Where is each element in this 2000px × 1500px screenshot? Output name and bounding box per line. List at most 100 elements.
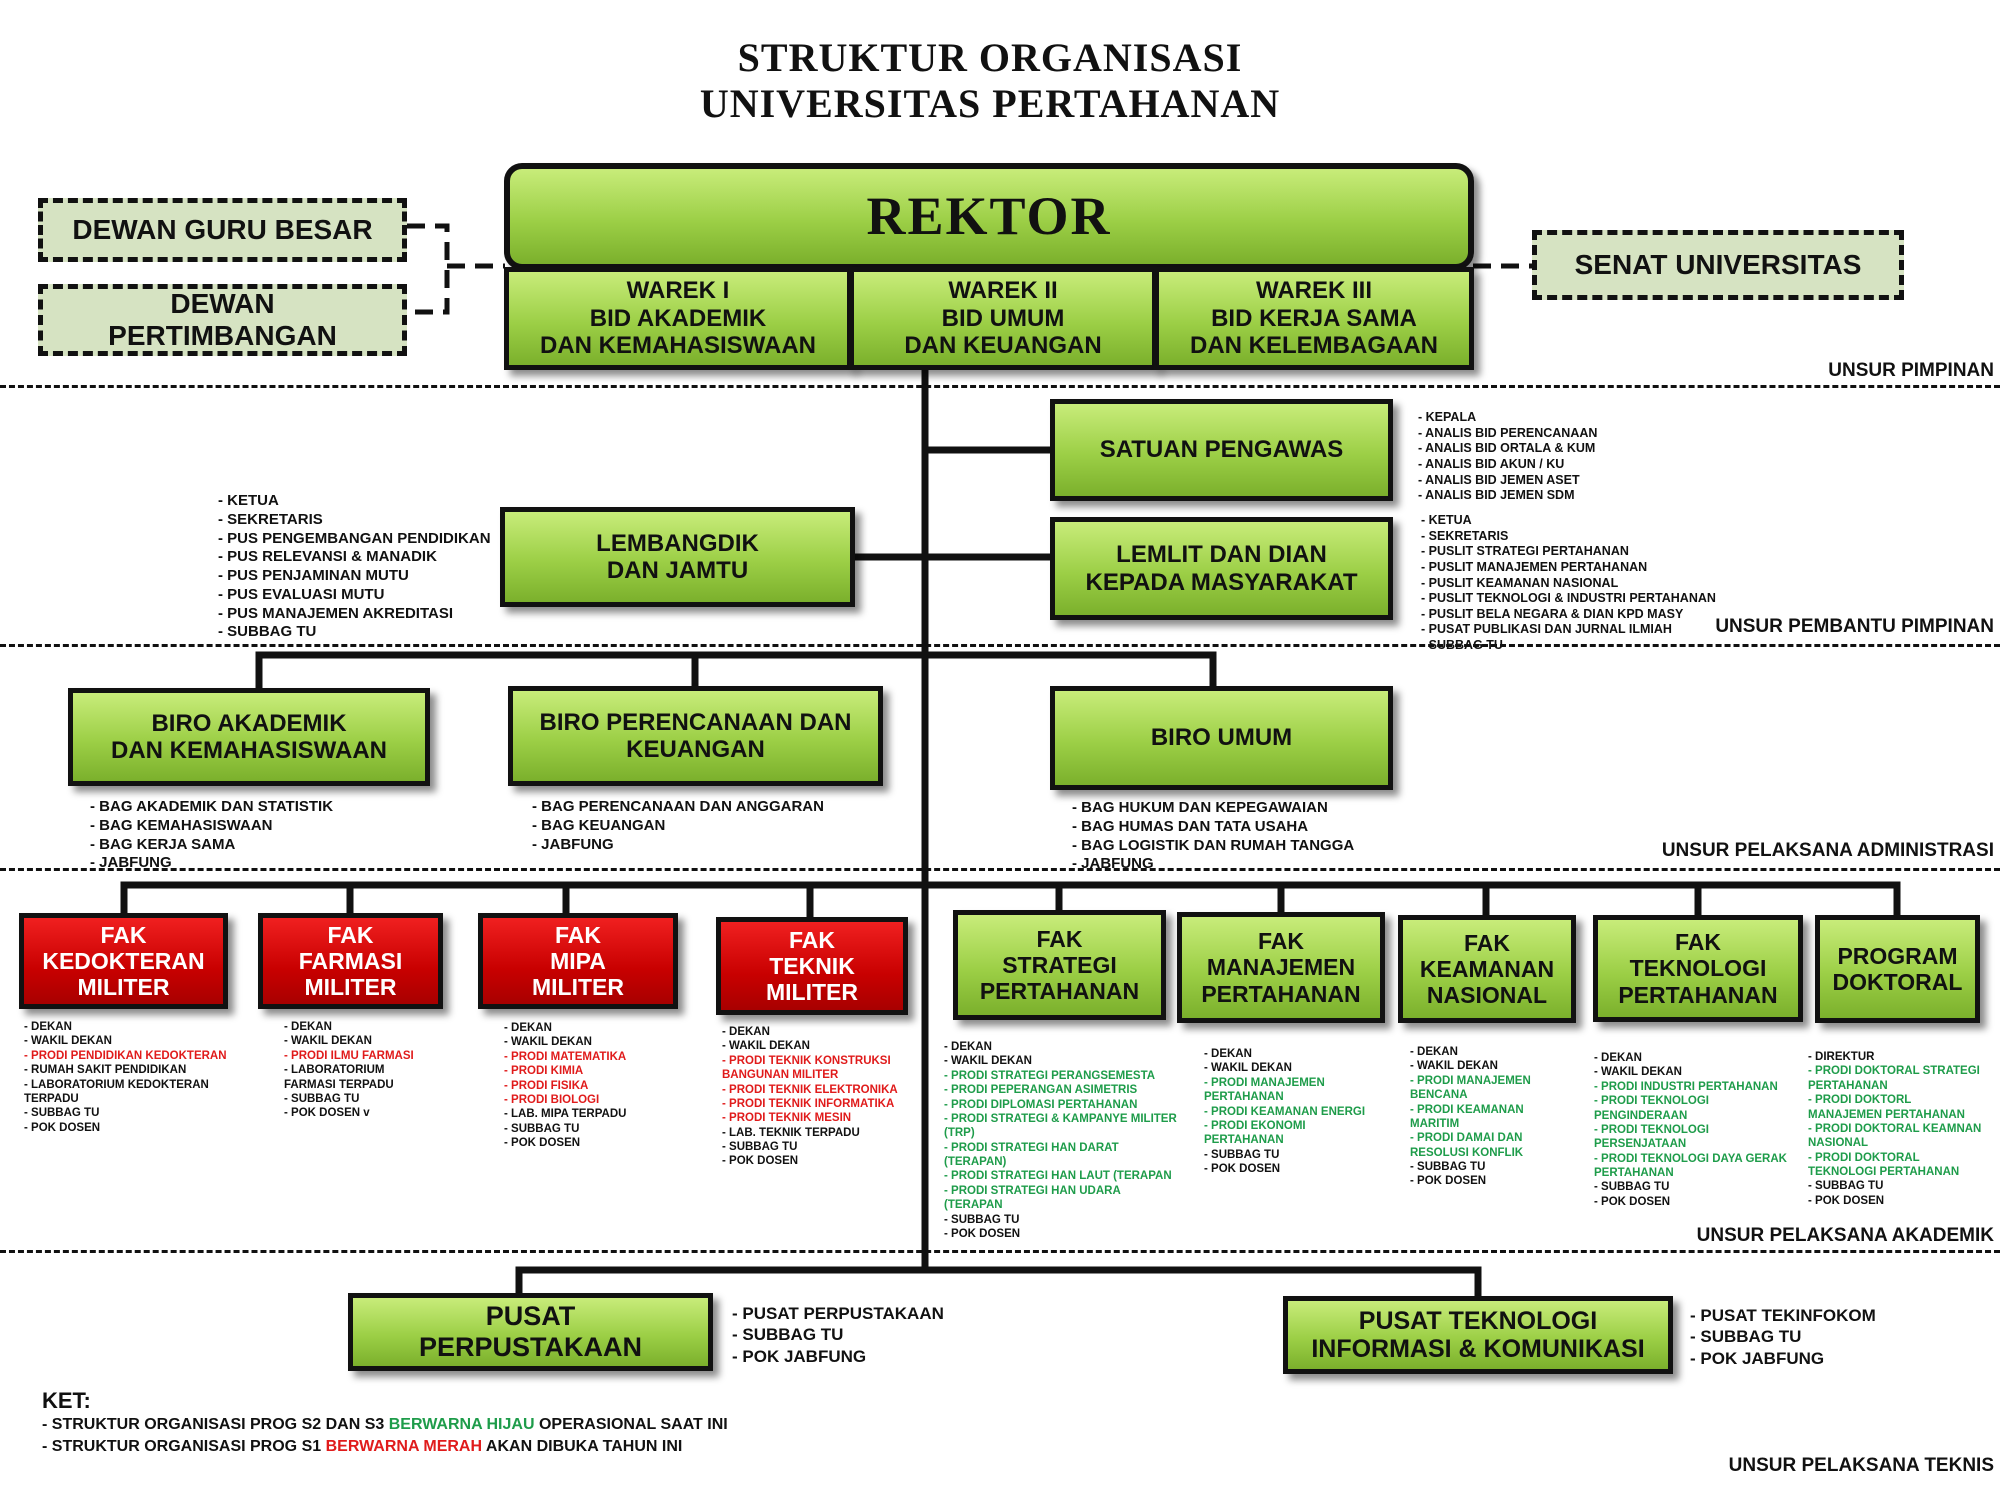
warek-2-box[interactable]: WAREK II BID UMUM DAN KEUANGAN [849, 267, 1157, 370]
list-item: PRODI TEKNIK MESIN [722, 1111, 898, 1125]
list-item: PRODI STRATEGI & KAMPANYE MILITER (TRP) [944, 1112, 1177, 1141]
fak-farmasi-label: FAK FARMASI MILITER [298, 921, 403, 1001]
dewan-guru-besar-label: DEWAN GURU BESAR [72, 214, 373, 246]
list-item: RUMAH SAKIT PENDIDIKAN [24, 1063, 227, 1077]
separator-pembantu [0, 644, 2000, 647]
warek-1-box[interactable]: WAREK I BID AKADEMIK DAN KEMAHASISWAAN [504, 267, 852, 370]
pusat-perpustakaan-box[interactable]: PUSAT PERPUSTAKAAN [348, 1293, 713, 1371]
fak-teknologi-box[interactable]: FAK TEKNOLOGI PERTAHANAN [1593, 915, 1803, 1022]
biro-umum-list: BAG HUKUM DAN KEPEGAWAIANBAG HUMAS DAN T… [1072, 799, 1354, 874]
list-item: BAG KERJA SAMA [90, 836, 333, 855]
biro-akademik-label: BIRO AKADEMIK DAN KEMAHASISWAAN [111, 709, 387, 764]
list-item: PUS MANAJEMEN AKREDITASI [218, 605, 491, 624]
list-item: POK DOSEN [722, 1154, 898, 1168]
list-item: SUBBAG TU [1421, 638, 1716, 654]
list-item: DEKAN [1204, 1047, 1365, 1061]
list-item: SUBBAG TU [722, 1140, 898, 1154]
fak-strategi-label: FAK STRATEGI PERTAHANAN [979, 925, 1140, 1005]
list-item: PRODI KIMIA [504, 1064, 626, 1078]
list-item: POK JABFUNG [1690, 1348, 1876, 1369]
legend-line2-text: STRUKTUR ORGANISASI PROG S1 [51, 1438, 326, 1455]
list-item: BAG AKADEMIK DAN STATISTIK [90, 798, 333, 817]
biro-perencanaan-box[interactable]: BIRO PERENCANAAN DAN KEUANGAN [508, 686, 883, 786]
fak-keamanan-list: DEKANWAKIL DEKANPRODI MANAJEMEN BENCANAP… [1410, 1045, 1531, 1189]
warek-3-box[interactable]: WAREK III BID KERJA SAMA DAN KELEMBAGAAN [1154, 267, 1474, 370]
list-item: ANALIS BID PERENCANAAN [1418, 426, 1597, 442]
legend-heading: KET: [42, 1388, 91, 1413]
lembangdik-list: KETUASEKRETARISPUS PENGEMBANGAN PENDIDIK… [218, 492, 491, 642]
list-item: POK DOSEN [1204, 1162, 1365, 1176]
satuan-pengawas-label: SATUAN PENGAWAS [1099, 436, 1344, 464]
fak-kedokteran-list: DEKANWAKIL DEKANPRODI PENDIDIKAN KEDOKTE… [24, 1020, 227, 1135]
pusat-perpustakaan-label: PUSAT PERPUSTAKAAN [418, 1301, 642, 1362]
diagram-title-line2: UNIVERSITAS PERTAHANAN [699, 81, 1281, 126]
list-item: PUSLIT KEAMANAN NASIONAL [1421, 576, 1716, 592]
list-item: PRODI PENDIDIKAN KEDOKTERAN [24, 1049, 227, 1063]
list-item: DEKAN [504, 1021, 626, 1035]
list-item: BAG KEMAHASISWAAN [90, 817, 333, 836]
fak-mipa-label: FAK MIPA MILITER [532, 921, 624, 1001]
list-item: LAB. MIPA TERPADU [504, 1107, 626, 1121]
list-item: KETUA [218, 492, 491, 511]
pusat-tik-box[interactable]: PUSAT TEKNOLOGI INFORMASI & KOMUNIKASI [1283, 1296, 1673, 1374]
list-item: SUBBAG TU [732, 1324, 944, 1345]
warek-3-label: WAREK III BID KERJA SAMA DAN KELEMBAGAAN [1190, 277, 1438, 360]
list-item: ANALIS BID JEMEN SDM [1418, 488, 1597, 504]
zone-label-pembantu: UNSUR PEMBANTU PIMPINAN [1715, 616, 1994, 637]
list-item: DEKAN [1594, 1051, 1787, 1065]
biro-umum-label: BIRO UMUM [1150, 724, 1293, 752]
fak-teknik-box[interactable]: FAK TEKNIK MILITER [716, 917, 908, 1015]
list-item: ANALIS BID JEMEN ASET [1418, 473, 1597, 489]
biro-perencanaan-list: BAG PERENCANAAN DAN ANGGARANBAG KEUANGAN… [532, 798, 824, 854]
dewan-guru-besar-box[interactable]: DEWAN GURU BESAR [38, 198, 407, 262]
fak-teknologi-label: FAK TEKNOLOGI PERTAHANAN [1618, 929, 1778, 1008]
list-item: PRODI TEKNIK KONSTRUKSI BANGUNAN MILITER [722, 1054, 898, 1083]
fak-farmasi-box[interactable]: FAK FARMASI MILITER [258, 913, 443, 1009]
fak-mipa-box[interactable]: FAK MIPA MILITER [478, 913, 678, 1009]
list-item: POK JABFUNG [732, 1346, 944, 1367]
list-item: PRODI TEKNIK INFORMATIKA [722, 1097, 898, 1111]
legend-line1-suffix: OPERASIONAL SAAT INI [534, 1416, 728, 1433]
rektor-box[interactable]: REKTOR [504, 163, 1474, 270]
zone-label-teknis: UNSUR PELAKSANA TEKNIS [1728, 1455, 1994, 1476]
biro-umum-box[interactable]: BIRO UMUM [1050, 686, 1393, 790]
list-item: PUSLIT MANAJEMEN PERTAHANAN [1421, 560, 1716, 576]
fak-manajemen-label: FAK MANAJEMEN PERTAHANAN [1201, 928, 1361, 1007]
list-item: PUS PENJAMINAN MUTU [218, 567, 491, 586]
list-item: ANALIS BID AKUN / KU [1418, 457, 1597, 473]
list-item: PUSLIT STRATEGI PERTAHANAN [1421, 544, 1716, 560]
list-item: PRODI FISIKA [504, 1079, 626, 1093]
list-item: WAKIL DEKAN [944, 1054, 1177, 1068]
lembangdik-box[interactable]: LEMBANGDIK DAN JAMTU [500, 507, 855, 607]
program-doktoral-box[interactable]: PROGRAM DOKTORAL [1815, 915, 1980, 1023]
list-item: POK DOSEN [1594, 1195, 1787, 1209]
dewan-pertimbangan-box[interactable]: DEWAN PERTIMBANGAN [38, 284, 407, 356]
list-item: PRODI TEKNOLOGI DAYA GERAK PERTAHANAN [1594, 1152, 1787, 1181]
list-item: POK DOSEN [944, 1227, 1177, 1241]
list-item: SUBBAG TU [284, 1092, 414, 1106]
pusat-tik-label: PUSAT TEKNOLOGI INFORMASI & KOMUNIKASI [1311, 1306, 1645, 1364]
legend-line2-suffix: AKAN DIBUKA TAHUN INI [482, 1438, 683, 1455]
list-item: PRODI MANAJEMEN PERTAHANAN [1204, 1076, 1365, 1105]
fak-keamanan-box[interactable]: FAK KEAMANAN NASIONAL [1398, 915, 1576, 1023]
lemlit-box[interactable]: LEMLIT DAN DIAN KEPADA MASYARAKAT [1050, 517, 1393, 620]
senat-universitas-label: SENAT UNIVERSITAS [1574, 249, 1862, 281]
list-item: DEKAN [24, 1020, 227, 1034]
list-item: SUBBAG TU [218, 623, 491, 642]
list-item: SEKRETARIS [218, 511, 491, 530]
list-item: PRODI KEAMANAN ENERGI [1204, 1105, 1365, 1119]
satuan-pengawas-box[interactable]: SATUAN PENGAWAS [1050, 399, 1393, 501]
list-item: PRODI MANAJEMEN BENCANA [1410, 1074, 1531, 1103]
fak-strategi-box[interactable]: FAK STRATEGI PERTAHANAN [953, 910, 1166, 1020]
fak-teknologi-list: DEKANWAKIL DEKANPRODI INDUSTRI PERTAHANA… [1594, 1051, 1787, 1209]
fak-kedokteran-box[interactable]: FAK KEDOKTERAN MILITER [19, 913, 228, 1009]
fak-teknik-label: FAK TEKNIK MILITER [766, 926, 858, 1006]
satuan-pengawas-list: KEPALAANALIS BID PERENCANAANANALIS BID O… [1418, 410, 1597, 504]
list-item: SUBBAG TU [1690, 1326, 1876, 1347]
fak-manajemen-box[interactable]: FAK MANAJEMEN PERTAHANAN [1177, 912, 1385, 1023]
biro-akademik-box[interactable]: BIRO AKADEMIK DAN KEMAHASISWAAN [68, 688, 430, 786]
legend-green-text: BERWARNA HIJAU [388, 1416, 535, 1433]
list-item: SUBBAG TU [1808, 1179, 1981, 1193]
senat-universitas-box[interactable]: SENAT UNIVERSITAS [1532, 230, 1904, 300]
list-item: LAB. TEKNIK TERPADU [722, 1126, 898, 1140]
